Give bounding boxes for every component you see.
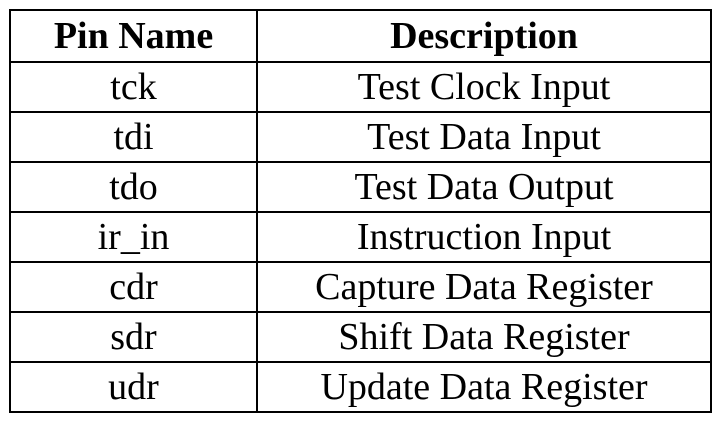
table-row: ir_in Instruction Input	[9, 211, 712, 263]
table-row: udr Update Data Register	[9, 361, 712, 413]
table-row: sdr Shift Data Register	[9, 311, 712, 363]
table-row: tdi Test Data Input	[9, 111, 712, 163]
description-cell: Instruction Input	[256, 211, 712, 263]
pin-name-cell: sdr	[9, 311, 258, 363]
table-row: cdr Capture Data Register	[9, 261, 712, 313]
header-pin-name: Pin Name	[9, 9, 258, 63]
table-row: tck Test Clock Input	[9, 61, 712, 113]
description-cell: Test Data Output	[256, 161, 712, 213]
pin-name-cell: cdr	[9, 261, 258, 313]
description-cell: Shift Data Register	[256, 311, 712, 363]
pin-name-cell: tdo	[9, 161, 258, 213]
pin-name-cell: tck	[9, 61, 258, 113]
pin-name-cell: ir_in	[9, 211, 258, 263]
description-cell: Test Clock Input	[256, 61, 712, 113]
pin-name-cell: tdi	[9, 111, 258, 163]
pin-name-cell: udr	[9, 361, 258, 413]
table-header-row: Pin Name Description	[9, 9, 712, 63]
pin-description-table: Pin Name Description tck Test Clock Inpu…	[9, 9, 712, 413]
description-cell: Capture Data Register	[256, 261, 712, 313]
description-cell: Update Data Register	[256, 361, 712, 413]
table-row: tdo Test Data Output	[9, 161, 712, 213]
header-description: Description	[256, 9, 712, 63]
description-cell: Test Data Input	[256, 111, 712, 163]
